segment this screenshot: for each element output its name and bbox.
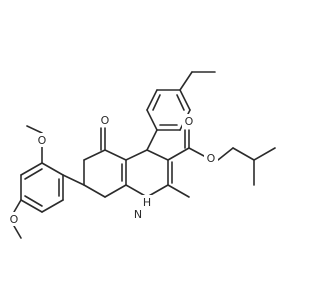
bond [179, 89, 191, 111]
bond [146, 129, 158, 151]
atom-label-background [35, 133, 49, 147]
bond [146, 89, 158, 111]
oxygen-label: O [207, 152, 216, 165]
atom-label-background [98, 113, 112, 127]
atom-label-background [204, 151, 218, 165]
bond [146, 109, 158, 131]
oxygen-label: O [10, 213, 19, 226]
bond [24, 195, 43, 207]
bond [13, 225, 22, 239]
atom-label-background [131, 207, 145, 221]
bond [13, 199, 22, 213]
nitrogen-label: N [134, 208, 142, 221]
bond [83, 184, 106, 198]
oxygen-label: O [101, 114, 110, 127]
oxygen-label: O [38, 134, 47, 147]
bond [152, 94, 161, 111]
molecule-structure: O O O O O H N [0, 0, 300, 300]
bond [179, 71, 193, 91]
bond [125, 149, 148, 161]
bonds [13, 71, 276, 239]
oxygen-label: O [185, 115, 194, 128]
atom-labels: O O O O O H N [7, 113, 218, 226]
bond [41, 162, 64, 176]
bond [176, 94, 185, 111]
bond [232, 147, 255, 161]
bond [253, 147, 276, 161]
bond [104, 149, 127, 161]
bond [188, 147, 205, 157]
atom-label-background [140, 195, 154, 209]
bond [20, 199, 43, 213]
bond [217, 147, 234, 161]
bond [104, 184, 127, 198]
bond [26, 125, 43, 134]
bond [167, 184, 190, 198]
bond [167, 147, 190, 161]
atom-label-background [182, 114, 196, 128]
bond [62, 174, 85, 186]
hydrogen-label: H [143, 196, 151, 209]
canvas-background [0, 0, 300, 300]
bond [24, 168, 43, 180]
bond [41, 199, 64, 213]
bond [83, 149, 106, 161]
bond [20, 162, 43, 176]
bond [146, 149, 169, 161]
atom-label-background [7, 212, 21, 226]
